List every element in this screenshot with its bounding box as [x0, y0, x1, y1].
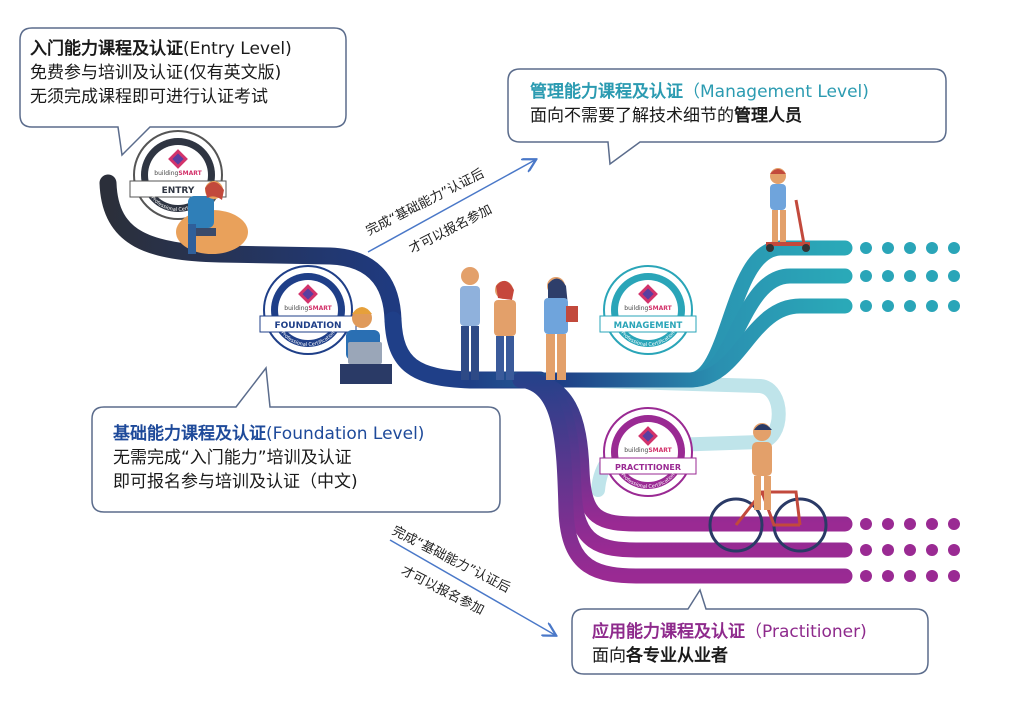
management-badge-label: MANAGEMENT [614, 321, 683, 331]
entry-track [99, 174, 402, 329]
foundation-badge: buildingSMART FOUNDATION Professional Ce… [259, 265, 357, 355]
foundation-badge-brand: buildingSMART [284, 305, 332, 312]
management-line2: 面向不需要了解技术细节的管理人员 [530, 104, 869, 128]
practitioner-line2-bold: 各专业从业者 [626, 646, 728, 666]
management-title-line: 管理能力课程及认证（Management Level) [530, 80, 869, 104]
management-badge-brand: buildingSMART [624, 305, 672, 312]
foundation-badge-label: FOUNDATION [274, 321, 341, 331]
buildingsmart-logo-icon [298, 284, 318, 304]
entry-callout-bubble [19, 27, 347, 157]
foundation-line2: 无需完成“入门能力”培训及认证 [113, 448, 352, 468]
management-line2-bold: 管理人员 [734, 106, 802, 126]
foundation-title-en: (Foundation Level) [266, 424, 425, 444]
upper-note-arrow [367, 160, 535, 253]
practitioner-line2-prefix: 面向 [592, 646, 626, 666]
practitioner-badge-brand: buildingSMART [624, 447, 672, 454]
practitioner-line2: 面向各专业从业者 [592, 644, 867, 668]
management-callout-bubble [507, 68, 947, 166]
scooter-person-illustration [766, 168, 810, 252]
practitioner-badge: buildingSMART PRACTITIONER Professional … [599, 407, 697, 497]
foundation-callout-bubble [91, 366, 501, 513]
management-callout: 管理能力课程及认证（Management Level) 面向不需要了解技术细节的… [530, 80, 869, 128]
entry-title-line: 入门能力课程及认证(Entry Level) [30, 37, 292, 61]
reading-person-illustration [176, 181, 248, 254]
entry-title-en: (Entry Level) [183, 39, 292, 59]
practitioner-badge-label: PRACTITIONER [615, 463, 681, 472]
practitioner-title-en: （Practitioner) [745, 622, 867, 642]
practitioner-dots [860, 518, 960, 582]
foundation-line3: 即可报名参与培训及认证（中文) [113, 472, 358, 492]
management-line2-prefix: 面向不需要了解技术细节的 [530, 106, 734, 126]
practitioner-title-line: 应用能力课程及认证（Practitioner) [592, 620, 867, 644]
foundation-title: 基础能力课程及认证 [113, 424, 266, 444]
lower-note-arrow [389, 539, 555, 635]
practitioner-callout-bubble [571, 588, 929, 675]
management-badge: buildingSMART MANAGEMENT Professional Ce… [599, 265, 697, 355]
practitioner-callout: 应用能力课程及认证（Practitioner) 面向各专业从业者 [592, 620, 867, 668]
management-title: 管理能力课程及认证 [530, 82, 683, 102]
practitioner-title: 应用能力课程及认证 [592, 622, 745, 642]
entry-callout: 入门能力课程及认证(Entry Level) 免费参与培训及认证(仅有英文版) … [30, 37, 292, 109]
entry-line3: 无须完成课程即可进行认证考试 [30, 87, 268, 107]
cyclist-illustration [708, 423, 828, 553]
laptop-person-illustration [340, 307, 392, 384]
entry-badge-brand: buildingSMART [154, 170, 202, 177]
management-title-en: （Management Level) [683, 82, 869, 102]
foundation-callout: 基础能力课程及认证(Foundation Level) 无需完成“入门能力”培训… [113, 422, 424, 494]
foundation-title-line: 基础能力课程及认证(Foundation Level) [113, 422, 424, 446]
practitioner-track [512, 372, 853, 584]
management-dots [860, 242, 960, 312]
entry-title: 入门能力课程及认证 [30, 39, 183, 59]
group-of-people-illustration [460, 267, 578, 380]
entry-badge-label: ENTRY [162, 186, 195, 196]
entry-line2: 免费参与培训及认证(仅有英文版) [30, 63, 282, 83]
